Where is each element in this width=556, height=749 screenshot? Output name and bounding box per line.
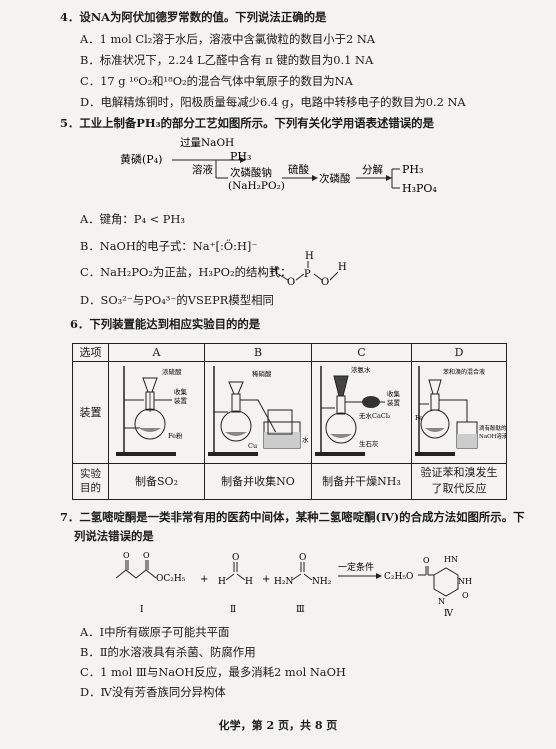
svg-text:NaOH溶液: NaOH溶液 — [479, 432, 506, 440]
svg-text:OC₂H₅: OC₂H₅ — [156, 574, 186, 584]
flow-start: 黄磷(P₄) — [120, 152, 162, 166]
svg-text:H: H — [305, 251, 314, 262]
q6-apparatus-table: 选项 A B C D 装置 浓硫酸 — [72, 342, 507, 501]
purpose-b: 制备并收集NO — [204, 462, 312, 501]
q4-option-c: C．17 g ¹⁶O₂和¹⁸O₂的混合气体中氧原子的数目为NA — [80, 74, 353, 88]
apparatus-a: 浓硫酸 收集 装置 Fe粉 — [108, 361, 205, 464]
apparatus-b: 稀硝酸 Cu 水 — [204, 361, 312, 464]
page-footer: 化学，第 2 页，共 8 页 — [218, 719, 338, 732]
q5-option-c: C．NaH₂PO₂为正盐，H₃PO₂的结构式： — [80, 265, 292, 279]
svg-text:苯和溴的混合液: 苯和溴的混合液 — [443, 368, 485, 376]
svg-text:O: O — [232, 553, 239, 563]
flow-product3: 次磷酸 — [319, 172, 351, 185]
flow-product2: 次磷酸钠 — [230, 166, 272, 179]
q7-option-b: B．Ⅱ的水溶液具有杀菌、防腐作用 — [80, 645, 256, 659]
apparatus-d-drawing: 苯和溴的混合液 Fe 滴有酚酞的 NaOH溶液 — [414, 366, 507, 457]
svg-text:H: H — [270, 266, 279, 277]
svg-text:O: O — [287, 277, 295, 286]
svg-text:稀硝酸: 稀硝酸 — [252, 369, 272, 378]
svg-text:无水CaCl₂: 无水CaCl₂ — [359, 411, 391, 420]
apparatus-c: 浓氨水 收集 装置 无水CaCl₂ 生石灰 — [311, 361, 412, 464]
flow-step3: 分解 — [362, 163, 383, 176]
svg-text:+: + — [200, 574, 208, 585]
flow-product1: PH₃ — [230, 150, 251, 163]
svg-text:生石灰: 生石灰 — [359, 439, 379, 448]
svg-text:H: H — [218, 577, 226, 587]
svg-text:O: O — [123, 551, 130, 560]
q6-stem: 6．下列装置能达到相应实验目的的是 — [70, 317, 261, 331]
table-header-option: 选项 — [72, 342, 109, 363]
q5-stem: 5．工业上制备PH₃的部分工艺如图所示。下列有关化学用语表述错误的是 — [60, 116, 434, 130]
q4-option-d: D．电解精炼铜时，阳极质量每减少6.4 g，电路中转移电子的数目为0.2 NA — [80, 95, 466, 109]
table-row-purpose-label: 实验目的 — [72, 462, 109, 501]
svg-text:H: H — [338, 262, 347, 273]
q7-option-a: A．Ⅰ中所有碳原子可能共平面 — [80, 625, 230, 639]
svg-text:水: 水 — [302, 435, 309, 444]
apparatus-b-drawing: 稀硝酸 Cu 水 — [207, 366, 309, 457]
roman-1: Ⅰ — [140, 605, 144, 615]
q7-stem-line2: 列说法错误的是 — [74, 529, 154, 543]
svg-text:滴有酚酞的: 滴有酚酞的 — [479, 424, 506, 432]
flow-final2: H₃PO₄ — [402, 182, 437, 195]
roman-4: Ⅳ — [444, 609, 454, 619]
table-row-apparatus-label: 装置 — [72, 361, 109, 464]
flow-product2-formula: (NaH₂PO₂) — [228, 180, 285, 192]
svg-text:浓硫酸: 浓硫酸 — [162, 367, 182, 376]
svg-text:收集: 收集 — [387, 389, 401, 398]
q4-stem: 4．设NA为阿伏加德罗常数的值。下列说法正确的是 — [60, 10, 327, 24]
flow-final1: PH₃ — [402, 163, 423, 176]
flow-step2: 硫酸 — [288, 163, 309, 176]
table-header-b: B — [204, 342, 312, 363]
purpose-d: 验证苯和溴发生了取代反应 — [411, 462, 507, 501]
q7-option-d: D．Ⅳ没有芳香族同分异构体 — [80, 685, 226, 699]
svg-text:收集: 收集 — [174, 387, 188, 396]
apparatus-a-drawing: 浓硫酸 收集 装置 Fe粉 — [115, 366, 188, 457]
svg-text:Fe粉: Fe粉 — [168, 431, 183, 440]
svg-text:O: O — [423, 556, 430, 565]
svg-text:+: + — [262, 574, 270, 585]
table-header-d: D — [411, 342, 507, 363]
q5-option-d: D．SO₃²⁻与PO₄³⁻的VSEPR模型相同 — [80, 293, 274, 307]
svg-text:HN: HN — [444, 555, 458, 564]
svg-text:装置: 装置 — [387, 398, 401, 407]
roman-2: Ⅱ — [230, 605, 236, 615]
roman-3: Ⅲ — [296, 605, 305, 615]
svg-text:N: N — [438, 597, 445, 606]
svg-text:浓氨水: 浓氨水 — [351, 365, 371, 374]
q7-option-c: C．1 mol Ⅲ与NaOH反应，最多消耗2 mol NaOH — [80, 665, 346, 679]
q4-option-a: A．1 mol Cl₂溶于水后，溶液中含氯微粒的数目小于2 NA — [80, 32, 376, 46]
h3po2-structure: H P H O O H — [270, 251, 347, 286]
q7-reaction-scheme: O O OC₂H₅ Ⅰ + O H H Ⅱ + O H₂N NH₂ Ⅲ 一定条件… — [115, 551, 472, 619]
svg-text:O: O — [299, 553, 306, 563]
svg-text:NH₂: NH₂ — [312, 577, 332, 587]
purpose-c: 制备并干燥NH₃ — [311, 462, 412, 501]
svg-text:H₂N: H₂N — [274, 577, 293, 587]
svg-text:P: P — [304, 269, 311, 280]
q5-option-b: B．NaOH的电子式：Na⁺[:Ö:H]⁻ — [80, 239, 258, 253]
apparatus-c-drawing: 浓氨水 收集 装置 无水CaCl₂ 生石灰 — [314, 365, 401, 457]
svg-text:NH: NH — [458, 577, 472, 586]
flow-reagent-bottom: 溶液 — [192, 163, 213, 176]
svg-text:H: H — [245, 577, 253, 587]
q7-stem-line1: 7．二氢嘧啶酮是一类非常有用的医药中间体，某种二氢嘧啶酮(Ⅳ)的合成方法如图所示… — [60, 510, 525, 524]
table-header-c: C — [311, 342, 412, 363]
apparatus-d: 苯和溴的混合液 Fe 滴有酚酞的 NaOH溶液 — [411, 361, 507, 464]
table-header-a: A — [108, 342, 205, 363]
flow-reagent-top: 过量NaOH — [180, 136, 234, 149]
q5-flow-diagram: 黄磷(P₄) 过量NaOH 溶液 PH₃ 次磷酸钠 (NaH₂PO₂) 硫酸 次… — [120, 136, 437, 195]
svg-text:C₂H₅O: C₂H₅O — [384, 572, 413, 582]
svg-text:Cu: Cu — [248, 442, 257, 450]
q5-option-a: A．键角：P₄ < PH₃ — [80, 212, 185, 226]
svg-text:O: O — [143, 551, 150, 560]
svg-text:O: O — [462, 591, 469, 600]
purpose-a: 制备SO₂ — [108, 462, 205, 501]
reaction-condition: 一定条件 — [338, 561, 374, 573]
svg-text:装置: 装置 — [174, 396, 188, 405]
svg-text:Fe: Fe — [415, 414, 423, 422]
q4-option-b: B．标准状况下，2.24 L乙醛中含有 π 键的数目为0.1 NA — [80, 53, 374, 67]
svg-text:O: O — [321, 277, 329, 286]
